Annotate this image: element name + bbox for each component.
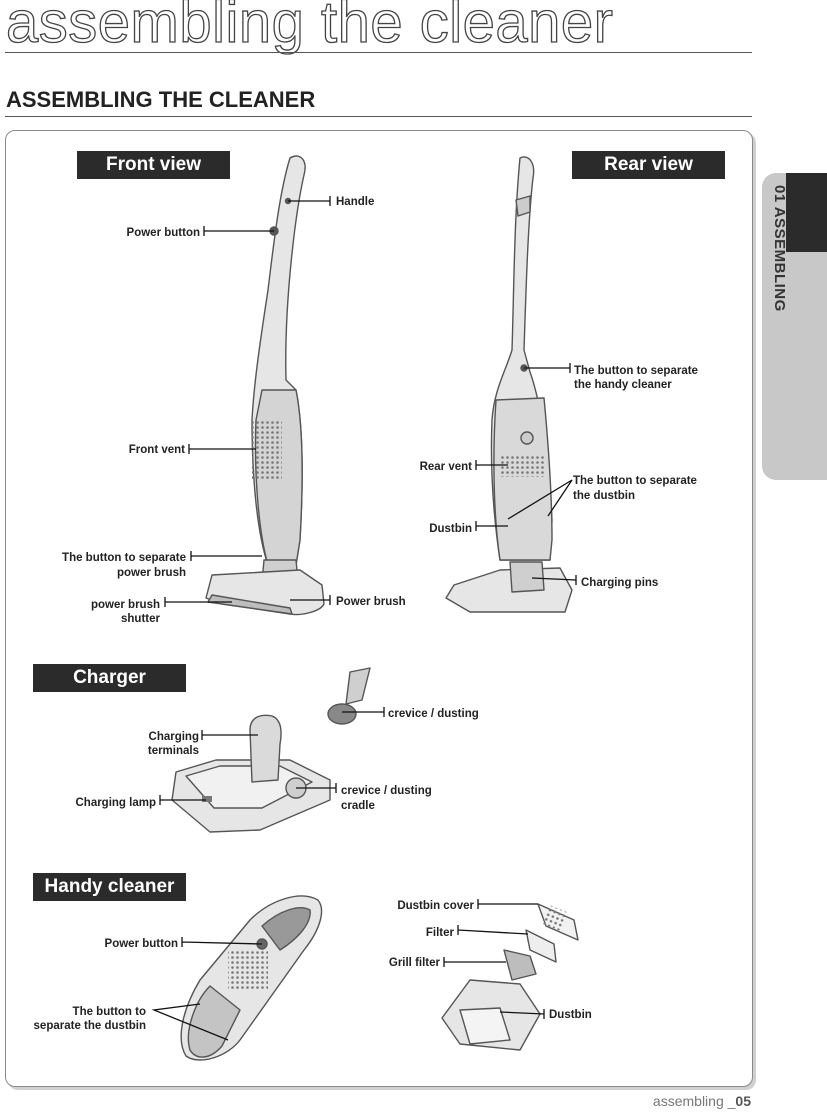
chapter-title: assembling the cleaner [5, 0, 614, 55]
label-grill-filter: Grill filter [388, 957, 440, 969]
charger-title: Charger [33, 664, 186, 692]
label-crevice-dusting: crevice / dusting [388, 708, 479, 720]
label-charging-pins: Charging pins [581, 577, 659, 589]
crevice-tool-drawing [327, 667, 371, 725]
label-handy-power-button: Power button [104, 938, 178, 950]
label-dustbin-rear: Dustbin [429, 523, 472, 535]
charger-drawing [171, 714, 331, 833]
page-number: 05 [735, 1093, 751, 1109]
section-title: ASSEMBLING THE CLEANER [6, 87, 316, 112]
label-handle: Handle [336, 196, 375, 208]
front-view-title: Front view [77, 151, 230, 179]
label-separate-handy-2: the handy cleaner [574, 379, 672, 391]
label-power-brush-shutter-1: power brush [90, 599, 160, 611]
label-filter: Filter [425, 927, 454, 939]
chapter-side-tab-marker [786, 173, 827, 252]
handy-cleaner-drawing [180, 895, 323, 1061]
page-footer: assembling _05 [653, 1093, 751, 1109]
label-separate-dustbin-1: The button to separate [573, 475, 697, 487]
label-cradle-1: crevice / dusting [341, 785, 432, 797]
chapter-side-tab-label: 01 ASSEMBLING [771, 185, 788, 312]
label-charging-lamp: Charging lamp [75, 797, 156, 809]
label-rear-vent: Rear vent [419, 461, 472, 473]
footer-text: assembling _ [652, 1093, 736, 1109]
label-handy-separate-1: The button to [72, 1006, 146, 1018]
label-charging-terminals-1: Charging [148, 731, 199, 743]
label-power-button: Power button [126, 227, 200, 239]
label-separate-power-brush-2: power brush [116, 567, 186, 579]
label-front-vent: Front vent [128, 444, 185, 456]
label-cradle-2: cradle [341, 800, 375, 812]
handy-cleaner-title: Handy cleaner [33, 873, 186, 901]
label-dustbin-handy: Dustbin [549, 1009, 592, 1021]
label-separate-power-brush-1: The button to separate [62, 552, 186, 564]
label-power-brush: Power brush [336, 596, 406, 608]
label-charging-terminals-2: terminals [147, 745, 199, 757]
rear-view-vacuum-drawing [445, 156, 573, 613]
title-rule [5, 52, 752, 53]
dustbin-parts-drawing [441, 903, 579, 1051]
label-dustbin-cover: Dustbin cover [397, 900, 474, 912]
label-power-brush-shutter-2: shutter [121, 613, 160, 625]
rear-view-title: Rear view [572, 151, 725, 179]
front-view-vacuum-drawing [205, 155, 325, 616]
section-rule [5, 116, 752, 117]
diagram-panel [5, 130, 753, 1087]
label-separate-dustbin-2: the dustbin [573, 490, 635, 502]
label-separate-handy-1: The button to separate [574, 365, 698, 377]
label-handy-separate-2: separate the dustbin [33, 1020, 146, 1032]
